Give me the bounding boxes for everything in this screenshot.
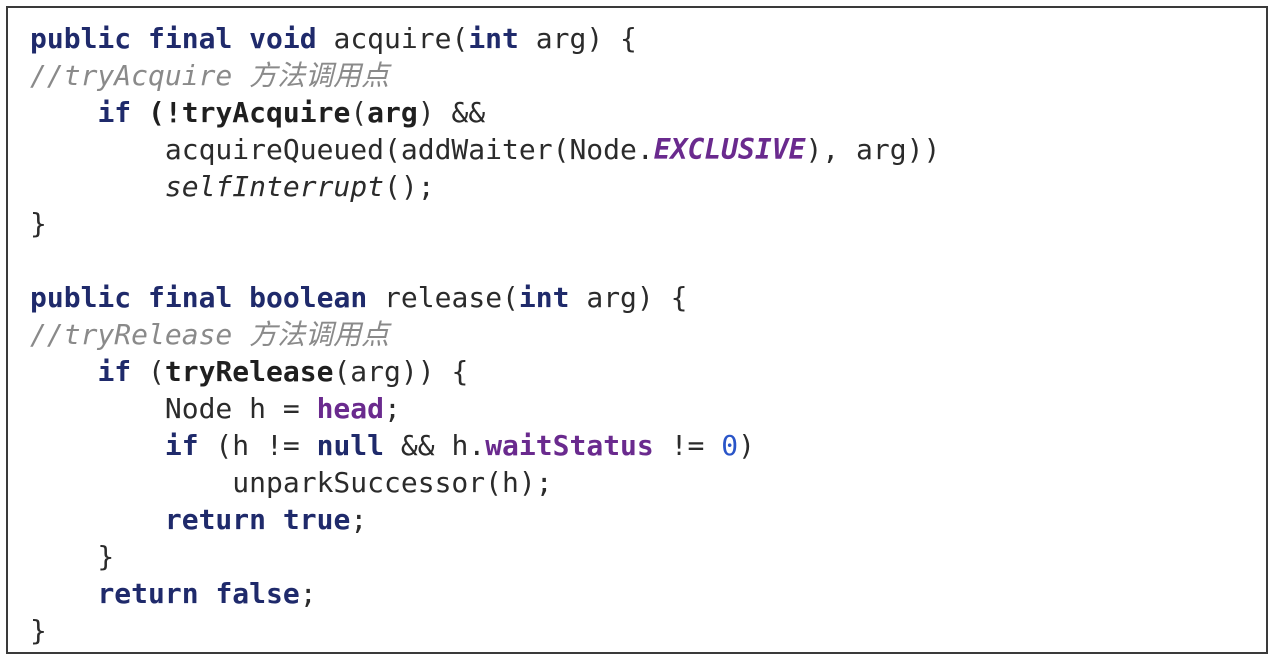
code-token: if [97, 355, 132, 388]
code-token: void [249, 22, 317, 55]
code-token: ( [131, 355, 165, 388]
code-line: //tryRelease 方法调用点 [30, 316, 940, 353]
code-token: public [30, 22, 132, 55]
code-token: if [97, 96, 132, 129]
code-token: int [468, 22, 519, 55]
code-token: final [148, 281, 233, 314]
code-token: int [518, 281, 570, 314]
code-token [199, 577, 216, 610]
code-line: } [30, 612, 940, 649]
code-line: public final boolean release(int arg) { [30, 279, 940, 316]
code-token: boolean [249, 281, 368, 314]
code-token: head [316, 392, 385, 425]
code-line: if (tryRelease(arg)) { [30, 353, 940, 390]
code-token: waitStatus [485, 429, 654, 462]
code-token: unparkSuccessor(h); [30, 466, 553, 499]
code-token: tryAcquire [181, 96, 351, 129]
code-line: return false; [30, 575, 940, 612]
code-token [30, 170, 165, 203]
code-token: selfInterrupt [164, 170, 385, 203]
code-line: Node h = head; [30, 390, 940, 427]
code-line [30, 242, 940, 279]
code-listing-frame: public final void acquire(int arg) {//tr… [6, 6, 1268, 654]
code-line: } [30, 205, 940, 242]
code-token: Node h = [30, 392, 317, 425]
code-token: tryRelease [164, 355, 334, 388]
code-token: arg) { [569, 281, 688, 314]
code-token: ( [350, 96, 368, 129]
code-token: acquire( [316, 22, 469, 55]
code-token: } [30, 540, 115, 573]
code-token: if [164, 429, 199, 462]
code-token: 0 [721, 429, 739, 462]
code-token: false [215, 577, 300, 610]
code-token: null [316, 429, 385, 462]
code-token: (h != [198, 429, 317, 462]
code-token: != [653, 429, 722, 462]
code-token: return [164, 503, 267, 536]
code-token: arg [367, 96, 418, 129]
code-line: unparkSuccessor(h); [30, 464, 940, 501]
code-token: ), arg)) [805, 133, 941, 166]
code-token: } [30, 614, 47, 647]
code-token: return [97, 577, 199, 610]
code-line: } [30, 538, 940, 575]
code-token [131, 22, 148, 55]
code-token: ; [299, 577, 317, 610]
code-token: release( [367, 281, 519, 314]
code-token: //tryRelease 方法调用点 [30, 318, 390, 351]
code-line: return true; [30, 501, 940, 538]
code-token: (arg)) { [333, 355, 469, 388]
code-token [232, 281, 249, 314]
code-token: arg) { [518, 22, 637, 55]
code-line: //tryAcquire 方法调用点 [30, 57, 940, 94]
code-line: if (!tryAcquire(arg) && [30, 94, 940, 131]
code-line: acquireQueued(addWaiter(Node.EXCLUSIVE),… [30, 131, 940, 168]
code-token: true [282, 503, 351, 536]
code-token: ; [384, 392, 401, 425]
code-token: (); [384, 170, 435, 203]
code-token [30, 503, 165, 536]
code-token [131, 281, 148, 314]
code-token: public [30, 281, 132, 314]
code-token: (! [131, 96, 182, 129]
code-token: ; [350, 503, 368, 536]
code-line: selfInterrupt(); [30, 168, 940, 205]
code-token: ) && [417, 96, 486, 129]
code-token [266, 503, 283, 536]
code-token [232, 22, 249, 55]
code-token: ) [738, 429, 755, 462]
code-token: //tryAcquire 方法调用点 [30, 59, 390, 92]
code-line: public final void acquire(int arg) { [30, 20, 940, 57]
code-token: EXCLUSIVE [653, 133, 806, 166]
code-token: } [30, 207, 47, 240]
code-listing: public final void acquire(int arg) {//tr… [30, 20, 940, 649]
code-token: final [148, 22, 233, 55]
code-token [30, 577, 97, 610]
code-token [30, 96, 97, 129]
code-token: && h. [384, 429, 486, 462]
code-token [30, 355, 97, 388]
code-token [30, 429, 165, 462]
code-token: acquireQueued(addWaiter(Node. [30, 133, 654, 166]
code-line: if (h != null && h.waitStatus != 0) [30, 427, 940, 464]
